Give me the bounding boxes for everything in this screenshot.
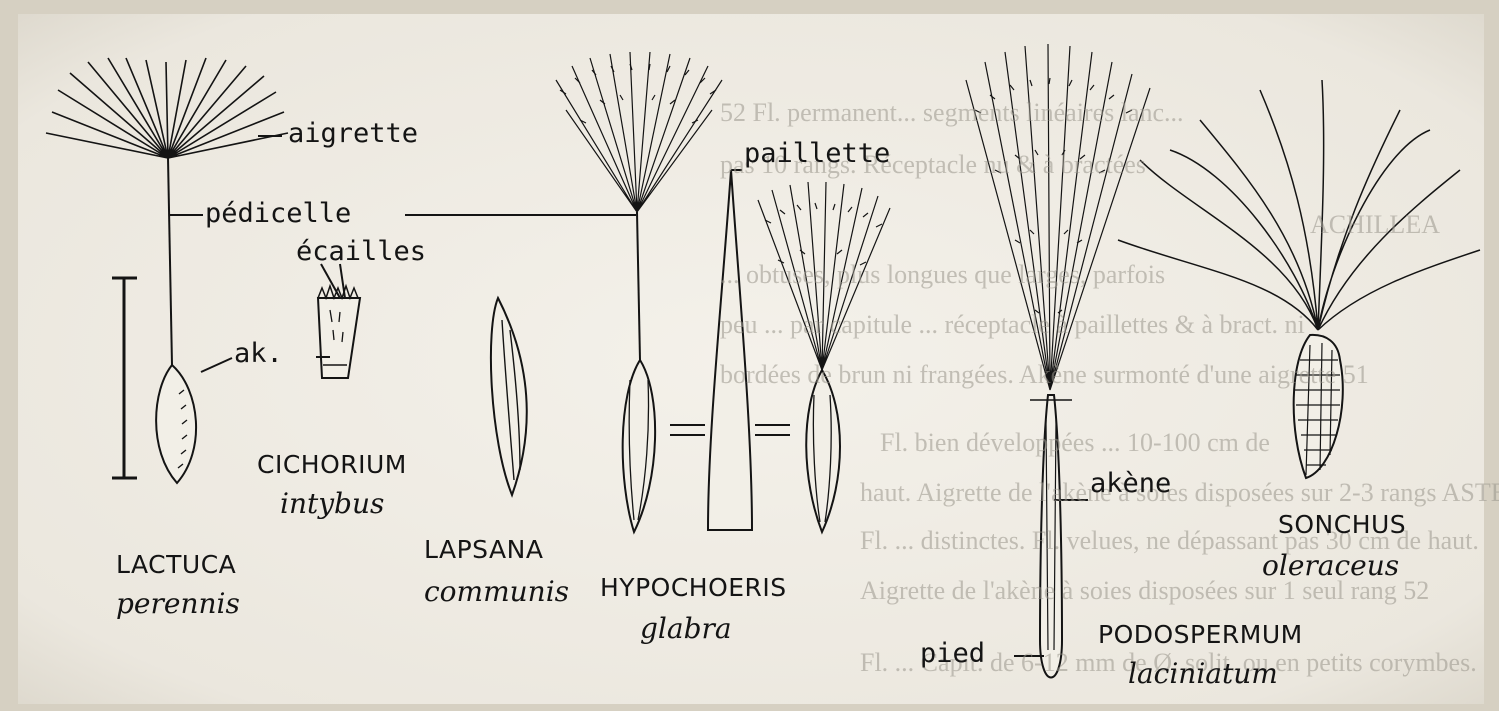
species-lapsana-epithet: communis	[424, 578, 569, 606]
label-ak: ak.	[234, 340, 283, 367]
bleed-line: ... obtuses, plus longues que larges, pa…	[720, 262, 1165, 288]
bleed-line: peu ... par capitule ... réceptacle à pa…	[720, 312, 1305, 338]
bleed-line: Fl. bien développées ... 10-100 cm de	[880, 430, 1270, 456]
label-aigrette: aigrette	[288, 120, 418, 147]
label-pedicelle: pédicelle	[205, 200, 351, 227]
bleed-line: bordées de brun ni frangées. Akène surmo…	[720, 362, 1369, 388]
bleed-line: ACHILLEA	[1310, 212, 1440, 238]
species-hypochoeris-genus: HYPOCHOERIS	[600, 575, 787, 600]
label-ecailles: écailles	[296, 238, 426, 265]
label-paillette: paillette	[744, 140, 890, 167]
species-lactuca-genus: LACTUCA	[116, 552, 236, 577]
label-pied: pied	[920, 640, 985, 667]
species-sonchus-genus: SONCHUS	[1278, 512, 1406, 537]
bleed-line: haut. Aigrette de l'akène à soies dispos…	[860, 480, 1499, 506]
species-hypochoeris-epithet: glabra	[640, 615, 732, 643]
bleed-line: 52 Fl. permanent... segments linéaires l…	[720, 100, 1184, 126]
species-cichorium-genus: CICHORIUM	[257, 452, 407, 477]
label-akene: akène	[1090, 470, 1171, 497]
species-lapsana-genus: LAPSANA	[424, 537, 543, 562]
species-podospermum-genus: PODOSPERMUM	[1098, 622, 1303, 647]
species-cichorium-epithet: intybus	[280, 490, 384, 518]
species-sonchus-epithet: oleraceus	[1262, 552, 1399, 580]
species-podospermum-epithet: laciniatum	[1128, 660, 1278, 688]
species-lactuca-epithet: perennis	[116, 590, 240, 618]
